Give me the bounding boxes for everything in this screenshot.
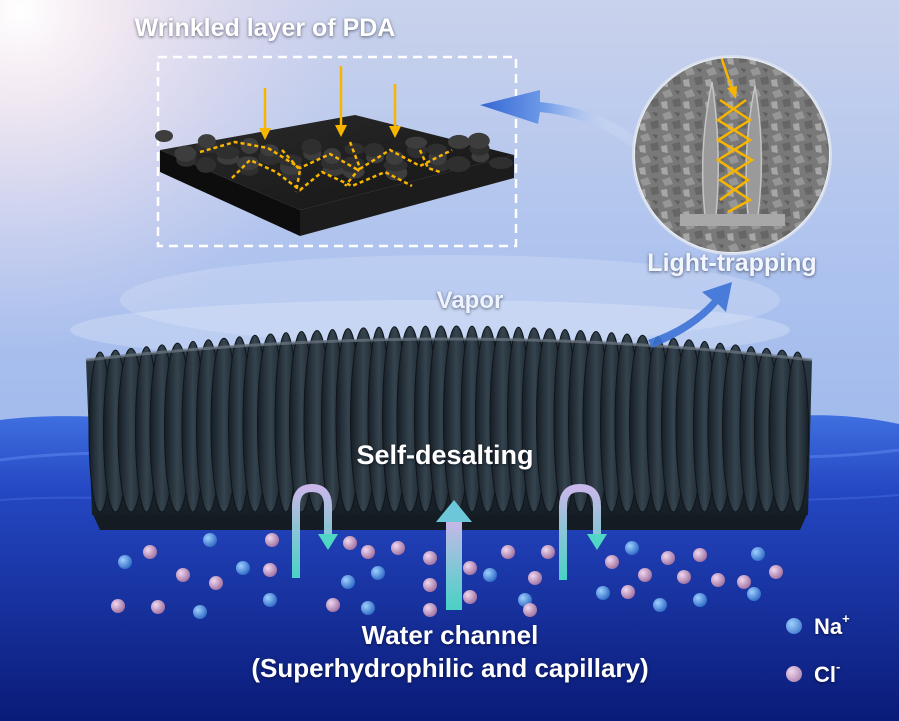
pda-wrinkle [340,156,365,173]
cl-ion [176,568,190,582]
vapor-mist [120,255,780,345]
flow-arrow-right [559,483,607,580]
pda-wrinkle [364,143,385,158]
flow-arrow-center [436,500,472,610]
na-ion [361,601,375,615]
pda-wrinkle [446,156,471,173]
cl-ion [541,545,555,559]
cl-ion [111,599,125,613]
na-ion [341,575,355,589]
na-ion [193,605,207,619]
cl-ion [343,536,357,550]
light-rays-pda [199,66,453,193]
zoom-arrow [480,90,640,148]
pda-wrinkle [405,136,428,149]
legend-item-cl: Cl- [786,659,896,690]
cl-ion [769,565,783,579]
pda-wrinkle [344,142,365,155]
cl-ion [605,555,619,569]
na-ion [747,587,761,601]
pda-wrinkle [174,145,197,162]
cl-ion [661,551,675,565]
cl-ion [638,568,652,582]
cl-ion [423,603,437,617]
cl-ion [737,575,751,589]
evaporator-leaves [88,325,809,513]
cl-ion [528,571,542,585]
na-ion [653,598,667,612]
water-channel-label: Water channel [361,620,539,650]
pda-wrinkle [301,138,322,155]
cl-ion [463,561,477,575]
pda-wrinkle [155,130,173,142]
pda-wrinkle [467,132,490,149]
cl-ion [209,576,223,590]
cl-ion [326,598,340,612]
pda-wrinkle [196,156,217,173]
cl-ion [523,603,537,617]
cl-ion [693,548,707,562]
cl-ion [143,545,157,559]
na-ion [625,541,639,555]
cl-ion [463,590,477,604]
surface-to-magnifier-arrow [648,282,732,348]
cl-ion [361,545,375,559]
light-trapping-magnifier [632,55,832,255]
na-ion [751,547,765,561]
cl-ion [265,533,279,547]
light-trapping-label: Light-trapping [647,249,817,277]
water-channel-sublabel: (Superhydrophilic and capillary) [251,653,649,683]
legend-label: Na+ [814,611,850,639]
cl-ion [423,578,437,592]
vapor-label: Vapor [436,287,504,314]
na-ion [483,568,497,582]
pda-wrinkle [240,138,259,155]
evaporator-top-edge [85,337,813,362]
na-ion [596,586,610,600]
na-ion-swatch [786,618,802,634]
cl-ion [263,563,277,577]
na-ion [118,555,132,569]
cl-ion [501,545,515,559]
inset-frame [156,55,518,248]
pda-wrinkle [197,134,216,149]
na-ion [263,593,277,607]
self-desalting-label: Self-desalting [356,440,534,470]
legend-item-na: Na+ [786,611,896,642]
pda-slab [155,115,514,236]
inset-title: Wrinkled layer of PDA [134,14,396,42]
cl-ion [423,551,437,565]
cl-ion [391,541,405,555]
na-ion [693,593,707,607]
pda-wrinkle [447,134,470,149]
pda-wrinkle [426,143,447,156]
pda-wrinkle [385,150,404,165]
cl-ion [621,585,635,599]
evaporator-leaf [786,351,809,513]
cl-ion [151,600,165,614]
pda-wrinkle [215,145,240,160]
na-ion [203,533,217,547]
na-ion [371,566,385,580]
cl-ion-swatch [786,666,802,682]
legend-label: Cl- [814,659,841,687]
pda-wrinkle [489,157,513,169]
pda-wrinkle [278,154,303,167]
cl-ion [711,573,725,587]
cl-ion [677,570,691,584]
na-ion [236,561,250,575]
flow-arrow-left [292,483,338,578]
ion-particles [111,533,783,619]
